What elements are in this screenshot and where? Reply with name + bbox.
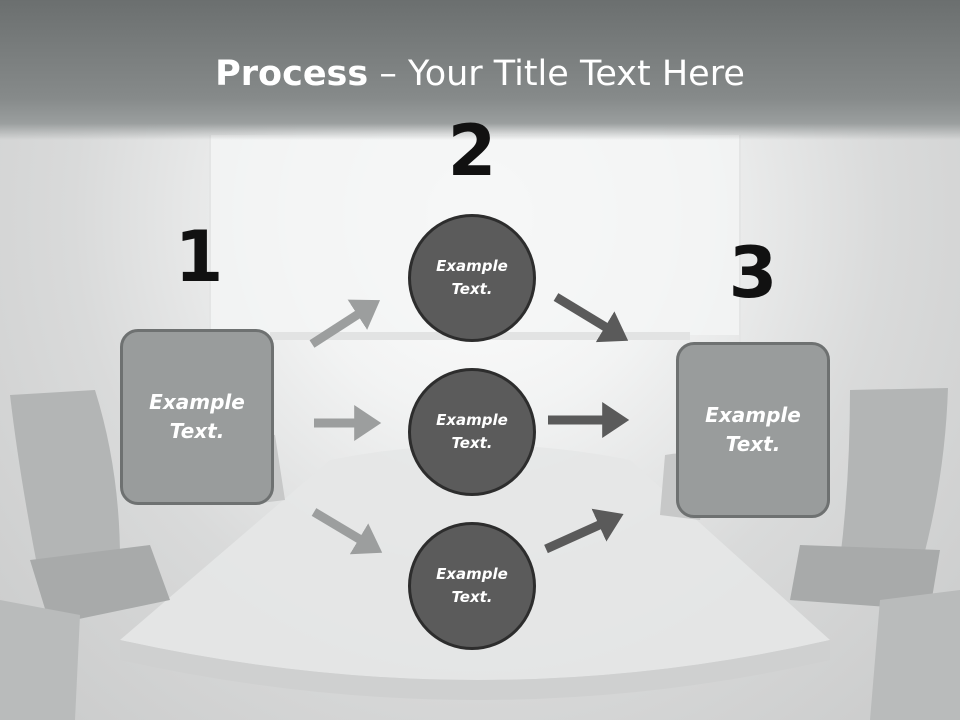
step-3-box: Example Text. (676, 342, 830, 518)
step-2-circle-middle: Example Text. (408, 368, 536, 496)
title-rest: – Your Title Text Here (368, 54, 745, 94)
step-1-box: Example Text. (120, 329, 274, 505)
step-2-label-bottom: Example Text. (436, 565, 508, 606)
arrow-1-to-2c (311, 508, 383, 555)
step-2-circle-top: Example Text. (408, 214, 536, 342)
step-1-label: Example Text. (149, 390, 245, 443)
step-3-label: Example Text. (705, 403, 801, 456)
step-2-label-middle: Example Text. (436, 411, 508, 452)
step-number-3: 3 (728, 232, 778, 314)
step-2-label-top: Example Text. (436, 257, 508, 298)
title-bold: Process (215, 54, 369, 94)
arrow-2a-to-3 (553, 293, 629, 343)
arrow-1-to-2a (309, 299, 381, 348)
step-number-1: 1 (174, 216, 224, 298)
step-number-2: 2 (447, 110, 497, 192)
page-title: Process – Your Title Text Here (0, 52, 960, 96)
step-2-circle-bottom: Example Text. (408, 522, 536, 650)
arrow-2c-to-3 (544, 508, 624, 554)
title-band (0, 0, 960, 140)
